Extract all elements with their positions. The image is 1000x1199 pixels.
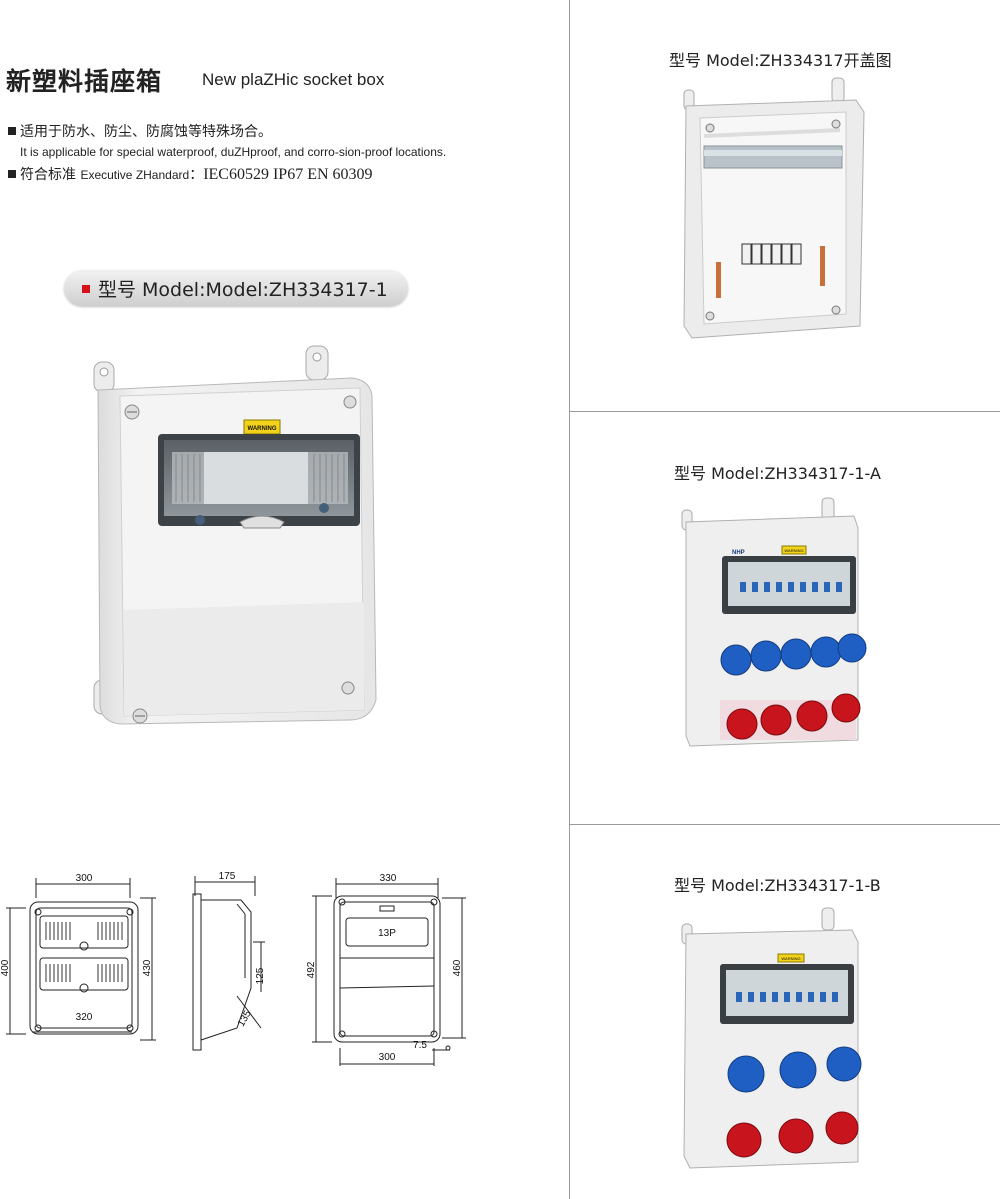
closed-box-image: WARNING: [93, 345, 377, 725]
open-box-image: [683, 77, 865, 339]
dim-height-left: 400: [0, 959, 11, 976]
box-a-image: NHP WARNING: [681, 497, 867, 747]
side-dimension-drawing: 175 125 135: [192, 871, 266, 1051]
standard-value: IEC60529 IP67 EN 60309: [203, 166, 373, 183]
page-title: 新塑料插座箱: [6, 67, 163, 96]
dim2-width-bottom: 300: [379, 1052, 396, 1063]
horizontal-divider-2: [570, 824, 1000, 825]
dim2-height-left: 492: [306, 961, 317, 978]
dim-height-right: 430: [142, 959, 153, 976]
dim-depth: 175: [219, 871, 236, 882]
warning-label-b: WARNING: [781, 956, 800, 961]
dim2-width-top: 330: [380, 873, 397, 884]
model-label-pill: 型号 Model:Model:ZH334317-1: [64, 270, 408, 306]
bullet-icon: [8, 127, 16, 135]
dim-width-bottom: 320: [76, 1012, 93, 1023]
feature-line: 适用于防水、防尘、防腐蚀等特殊场合。: [8, 121, 272, 141]
dim2-offset: 7.5: [413, 1040, 427, 1051]
red-square-icon: [82, 285, 90, 293]
feature-text-cn: 适用于防水、防尘、防腐蚀等特殊场合。: [20, 124, 272, 140]
dim-135: 135: [236, 1008, 254, 1028]
model-label-text: 型号 Model:Model:ZH334317-1: [98, 278, 388, 301]
standard-line: 符合标准 Executive ZHandard：IEC60529 IP67 EN…: [8, 164, 373, 184]
standard-separator: ：: [189, 167, 204, 183]
warning-label: WARNING: [248, 426, 277, 432]
front2-dimension-drawing: 330 13P 492 460 300 7.5: [306, 873, 466, 1066]
page-title-english: New plaZHic socket box: [202, 70, 385, 89]
feature-text-en: It is applicable for special waterproof,…: [20, 145, 447, 159]
horizontal-divider-1: [570, 411, 1000, 412]
panel-caption-a: 型号 Model:ZH334317-1-A: [674, 464, 881, 483]
standard-label-en: Executive ZHandard: [80, 168, 190, 182]
vertical-divider: [569, 0, 570, 1199]
brand-label: NHP: [732, 550, 745, 556]
dim-125: 125: [255, 967, 266, 984]
dim2-height-right: 460: [452, 959, 463, 976]
panel-caption-open: 型号 Model:ZH334317开盖图: [669, 51, 892, 70]
dim-width-top: 300: [76, 873, 93, 884]
standard-label-cn: 符合标准: [20, 167, 76, 183]
panel-caption-b: 型号 Model:ZH334317-1-B: [674, 876, 881, 895]
front-dimension-drawing: 300 400 430 320: [0, 873, 156, 1041]
window-label: 13P: [378, 928, 396, 939]
bullet-icon: [8, 170, 16, 178]
warning-label-a: WARNING: [784, 548, 803, 553]
box-b-image: WARNING: [681, 907, 862, 1169]
